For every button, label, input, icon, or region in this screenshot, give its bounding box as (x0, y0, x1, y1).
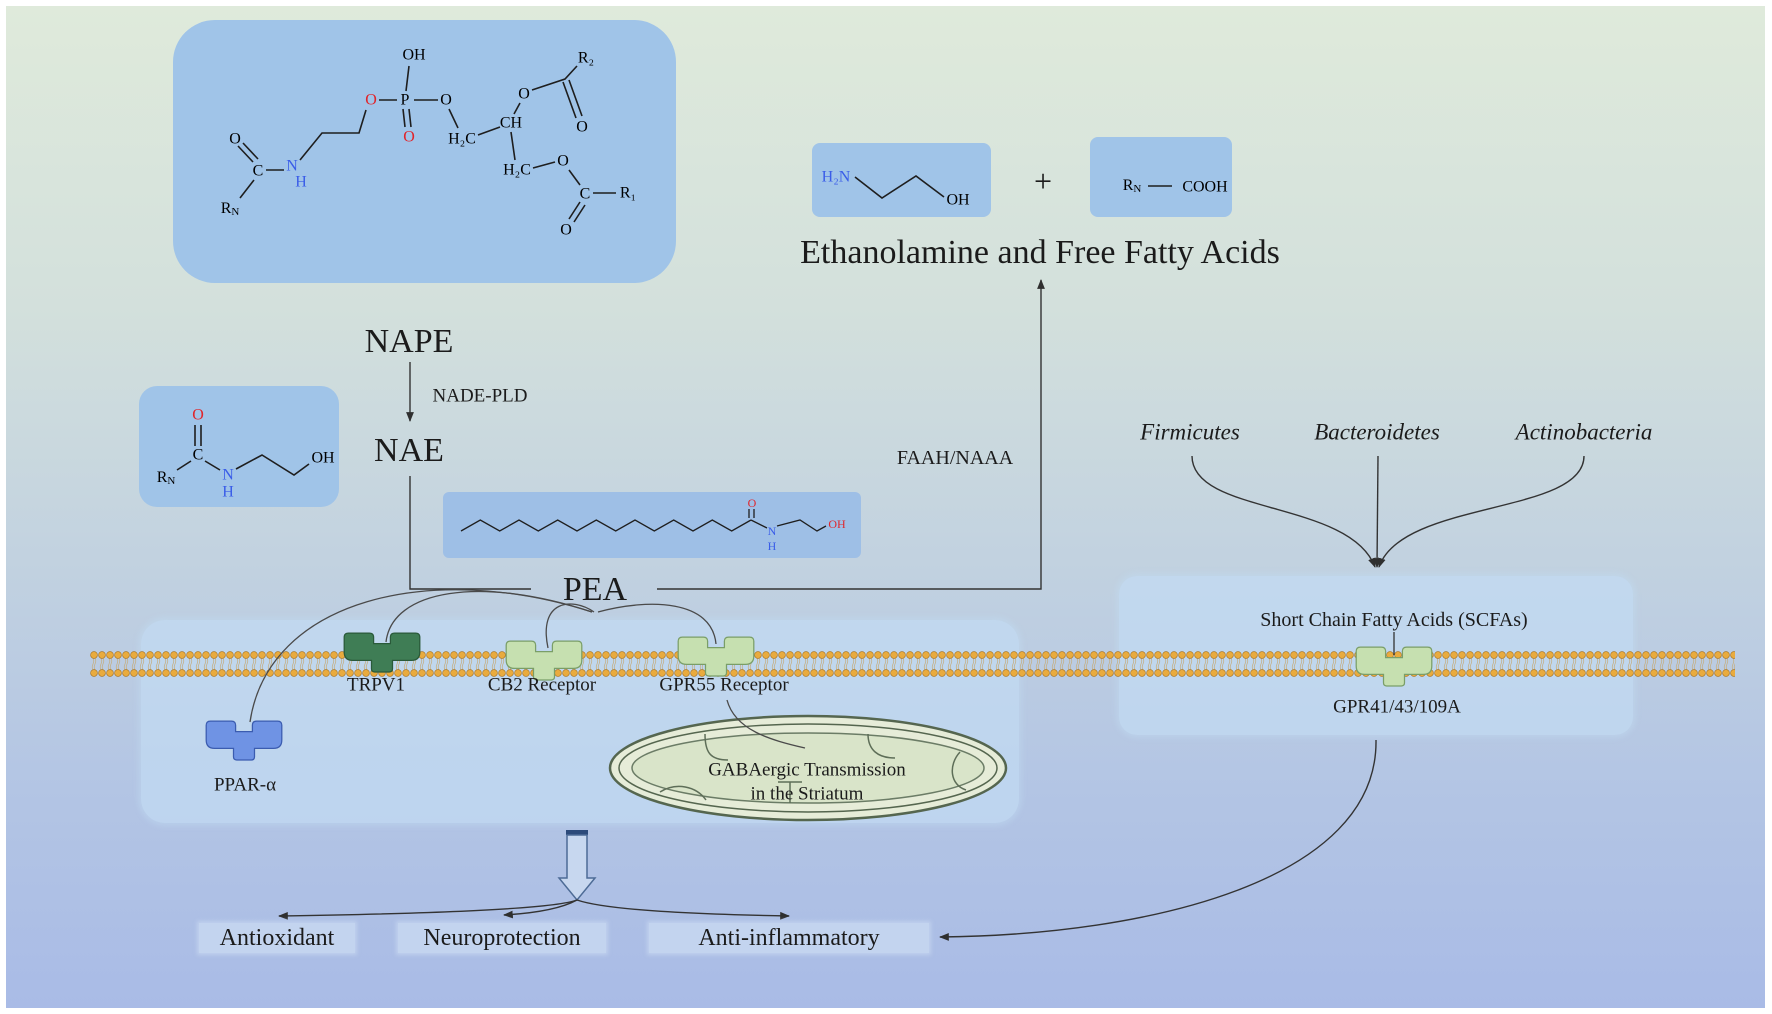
nae-atom-amide-h: H (222, 484, 234, 501)
nape-atom-phosphate-o-double: O (403, 129, 415, 146)
nae-atom-amide-n: N (222, 467, 234, 484)
cell-membrane (90, 651, 1735, 677)
outcome-antioxidant: Antioxidant (199, 923, 355, 953)
nape-atom-rn-base: R (221, 200, 232, 217)
fatty-acid-structure: RN COOH (1123, 177, 1228, 196)
nape-atom-ester-o-bottom: O (557, 153, 569, 170)
nape-atom-ester-o-top: O (518, 86, 530, 103)
pea-to-gpr55-curve (597, 603, 717, 645)
fatty-acid-structure-box (1090, 137, 1232, 217)
gpr55-receptor-label: GPR55 Receptor (659, 674, 789, 696)
nae-bonds (176, 425, 310, 476)
nape-atom-amide-n: N (286, 158, 298, 175)
ppar-alpha-receptor-icon (205, 720, 283, 761)
ppar-alpha-label: PPAR-α (213, 774, 277, 796)
pea-atom-amide-h: H (768, 539, 777, 553)
nape-atom-carbonyl-o: O (229, 131, 241, 148)
bacteria-label-bacteroidetes: Bacteroidetes (1314, 419, 1440, 445)
pea-atom-oh: OH (828, 517, 846, 531)
fatty-acid-atom-rn: RN (1123, 177, 1142, 196)
products-title: Ethanolamine and Free Fatty Acids (800, 234, 1280, 271)
nae-atom-oh: OH (311, 450, 335, 467)
scfa-to-anti-inflammatory-arrow (939, 739, 1377, 941)
actinobacteria-arrow (1378, 455, 1585, 568)
nape-atom-ch2-bottom: H₂C (503, 162, 531, 179)
nae-atom-rn-sub: N (167, 475, 175, 487)
nape-atom-p-oh: OH (402, 47, 426, 64)
nape-structure: O C RN N H O P OH O O H₂C CH O R₂ O H₂C … (221, 47, 636, 239)
to-antioxidant-arrow (278, 899, 578, 920)
bacteria-label-firmicutes: Firmicutes (1140, 419, 1240, 445)
gpr41-receptor-label: GPR41/43/109A (1333, 696, 1461, 718)
cb2-receptor-label: CB2 Receptor (487, 674, 597, 696)
nape-atom-p: P (401, 92, 410, 109)
nape-atom-amide-h: H (295, 174, 307, 191)
nape-atom-rn-sub: N (231, 206, 239, 218)
mitochondrion-icon (608, 714, 1008, 822)
fatty-acid-atom-rn-sub: N (1133, 183, 1141, 195)
nae-structure: O C RN N H OH (157, 407, 335, 501)
mitochondrion-label-line1: GABAergic Transmission (708, 759, 906, 781)
gpr55-to-mitochondrion-curve (726, 699, 806, 749)
nape-atom-phosphate-o-right: O (440, 92, 452, 109)
bacteroidetes-arrow (1373, 455, 1381, 568)
ethanolamine-atom-oh: OH (946, 192, 970, 209)
to-anti-inflammatory-arrow (576, 899, 790, 920)
nae-atom-rn: RN (157, 469, 176, 488)
nape-atom-rn: RN (221, 200, 240, 219)
pea-structure-box (443, 492, 861, 558)
ethanolamine-structure: H₂N OH (822, 169, 970, 209)
pea-to-cb2-curve (545, 603, 595, 649)
mitochondrion-label-line2: in the Striatum (750, 783, 864, 805)
ethanolamine-structure-box (812, 143, 991, 217)
nape-atom-ch: CH (500, 115, 523, 132)
nape-atom-ester-c-bottom: C (580, 186, 591, 203)
outcome-neuroprotection: Neuroprotection (398, 923, 606, 953)
bacteria-label-actinobacteria: Actinobacteria (1515, 419, 1653, 445)
nae-structure-box (139, 386, 339, 507)
nae-atom-rn-base: R (157, 469, 168, 486)
nape-structure-box (173, 20, 676, 283)
faah-naaa-label: FAAH/NAAA (896, 447, 1014, 469)
to-neuroprotection-arrow (503, 899, 578, 919)
pea-to-products-arrow (657, 279, 1045, 590)
firmicutes-arrow (1191, 455, 1376, 568)
nape-atom-r2: R₂ (578, 50, 594, 67)
pea-atom-carbonyl-o: O (748, 496, 757, 510)
ethanolamine-atom-h2n: H₂N (822, 169, 851, 186)
nade-pld-label: NADE-PLD (432, 385, 528, 407)
ethanolamine-bonds (854, 175, 945, 199)
nape-atom-r1: R₁ (620, 185, 636, 202)
nae-to-pea-line (409, 476, 531, 590)
nape-atom-amide-c: C (253, 163, 264, 180)
outcome-hollow-arrow (557, 834, 597, 902)
outcome-anti-inflammatory: Anti-inflammatory (649, 923, 929, 953)
fatty-acid-atom-rn-base: R (1123, 177, 1134, 194)
nae-label: NAE (374, 432, 444, 469)
plus-sign: + (1033, 163, 1053, 199)
nape-atom-ch2-top: H₂C (448, 131, 476, 148)
pea-atom-amide-n: N (768, 524, 777, 538)
nape-atom-ester-carbonyl-o-bottom: O (560, 222, 572, 239)
pea-bonds (460, 509, 827, 532)
nape-atom-ester-carbonyl-o-top: O (576, 119, 588, 136)
fatty-acid-atom-cooh: COOH (1182, 179, 1228, 196)
pea-to-trpv1-curve (385, 590, 593, 643)
trpv1-label: TRPV1 (346, 674, 406, 696)
nape-bonds (237, 65, 616, 223)
outcome-arrow-cap (566, 830, 588, 835)
nae-atom-amide-c: C (193, 447, 204, 464)
nape-label: NAPE (364, 323, 454, 360)
pea-structure: O N H OH (460, 496, 846, 553)
pea-label: PEA (562, 571, 628, 608)
nape-atom-phosphate-o-left: O (365, 92, 377, 109)
nae-atom-carbonyl-o: O (192, 407, 204, 424)
scfa-title: Short Chain Fatty Acids (SCFAs) (1260, 609, 1528, 631)
